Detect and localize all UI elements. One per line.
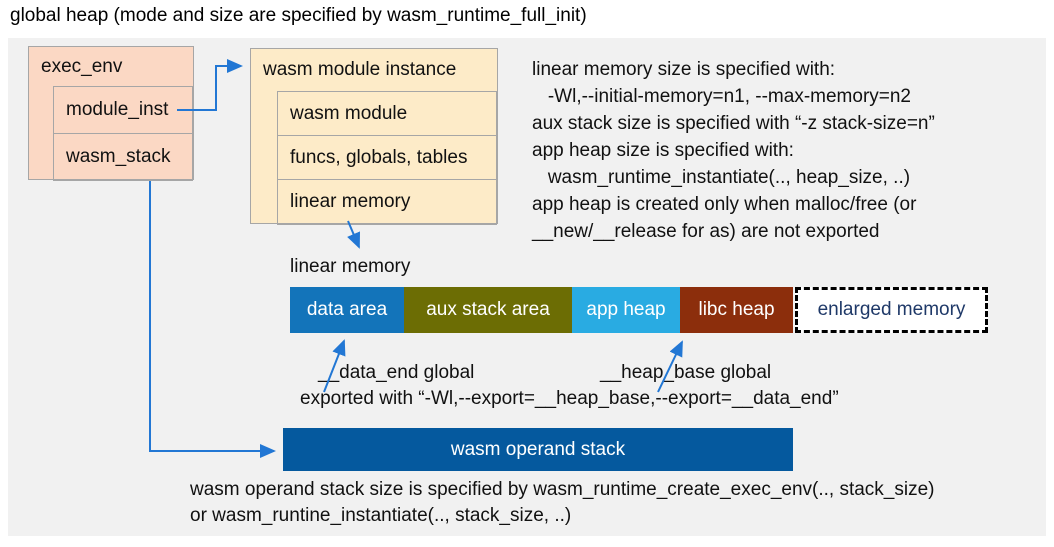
module-instance-title: wasm module instance [263, 59, 457, 80]
operand-stack-desc-line-1: wasm operand stack size is specified by … [190, 479, 935, 500]
segment-aux-stack-area: aux stack area [404, 287, 572, 333]
exec-env-box: exec_env module_inst wasm_stack [28, 46, 194, 181]
segment-enlarged-memory: enlarged memory [795, 287, 988, 333]
info-line-5: wasm_runtime_instantiate(.., heap_size, … [532, 167, 911, 188]
exec-env-title: exec_env [41, 56, 123, 77]
module-instance-field-wasm-module: wasm module [277, 91, 497, 136]
heap-base-global-label: __heap_base global [600, 362, 772, 383]
info-line-6: app heap is created only when malloc/fre… [532, 194, 917, 215]
info-line-2: -Wl,--initial-memory=n1, --max-memory=n2 [532, 86, 911, 107]
module-instance-field-funcs-globals-tables: funcs, globals, tables [277, 135, 497, 180]
segment-app-heap: app heap [572, 287, 680, 333]
operand-stack-desc-line-2: or wasm_runtine_instantiate(.., stack_si… [190, 505, 572, 526]
linear-memory-label: linear memory [290, 256, 411, 277]
segment-data-area: data area [290, 287, 404, 333]
info-line-3: aux stack size is specified with “-z sta… [532, 113, 935, 134]
export-flags-label: exported with “-Wl,--export=__heap_base,… [300, 388, 839, 409]
segment-libc-heap: libc heap [680, 287, 793, 333]
exec-env-field-wasm-stack: wasm_stack [53, 133, 193, 181]
module-instance-field-linear-memory: linear memory [277, 179, 497, 225]
wasm-operand-stack-bar: wasm operand stack [283, 428, 793, 471]
info-line-1: linear memory size is specified with: [532, 59, 836, 80]
exec-env-field-module-inst: module_inst [53, 86, 193, 134]
info-line-4: app heap size is specified with: [532, 140, 794, 161]
data-end-global-label: __data_end global [318, 362, 475, 383]
module-instance-box: wasm module instance wasm module funcs, … [250, 48, 498, 225]
diagram-title: global heap (mode and size are specified… [10, 5, 587, 26]
info-line-7: __new/__release for as) are not exported [532, 221, 880, 242]
